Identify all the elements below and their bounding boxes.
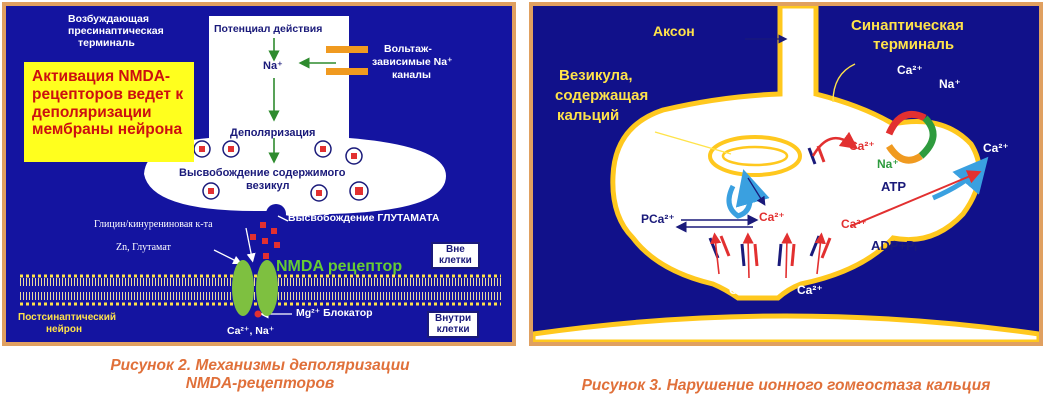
nmda-receptor-label: NMDA рецептор [276,258,403,275]
vesicle-label-2: содержащая [555,87,649,104]
figure-2-drawing [20,16,501,319]
presynaptic-label-2: пресинаптическая [68,25,164,37]
ca-bottom-label-1: Ca²⁺ [729,283,755,297]
ca-bottom-label-2: Ca²⁺ [797,283,823,297]
postsynaptic-label-2: нейрон [46,324,83,335]
nmda-subunit-left [232,260,254,316]
zn-arrow [213,249,243,265]
postsynaptic-cell [533,313,1039,342]
inside-cell-label-2: клетки [436,323,470,335]
presynaptic-terminal [144,16,446,217]
ca-na-label: Ca²⁺, Na⁺ [227,325,275,337]
synaptic-terminal-label-1: Синаптическая [851,17,964,34]
outside-cell-label-1: Вне [446,244,465,255]
na-channel-bar-2 [326,68,368,75]
na-top-label: Na⁺ [939,77,961,91]
nmda-subunit-right [256,260,278,316]
vesicle-ca-arrow [747,177,766,206]
glycine-arrow [245,227,256,263]
ca-pump-arrow [850,170,982,227]
nmda-activation-box: Активация NMDA-рецепторов ведет к деполя… [24,62,194,162]
na-label: Na⁺ [263,60,283,72]
inside-cell-label-1: Внутри [435,313,472,324]
ca-right-label: Ca²⁺ [983,141,1009,155]
depolarization-label: Деполяризация [230,127,316,139]
vesicle-contents [199,146,363,196]
vesicle-uptake-arrow [726,169,770,219]
figure-2-caption-line-1: Рисунок 2. Механизмы деполяризации [110,357,410,374]
vesicles [193,140,369,202]
figure-3-panel: Аксон Синаптическая терминаль Везикула, … [529,2,1043,346]
figure-2-caption-line-2: NMDA-рецепторов [185,374,335,392]
vg-channels-label-2: зависимые Na⁺ [372,56,453,68]
figure-3-caption: Рисунок 3. Нарушение ионного гомеостаза … [581,377,991,394]
glycine-label: Глицин/кинурениновая к-та [94,219,213,230]
outside-cell-label-2: клетки [439,254,472,266]
vesicle-label-3: кальций [557,107,620,124]
ca-center-label: Ca²⁺ [759,210,785,224]
vesicle-label-1: Везикула, [559,67,633,84]
axon-label: Аксон [653,23,695,39]
exchanger-red [885,111,927,136]
glutamate-particles [250,222,280,259]
outside-cell-box: Вне клетки [431,242,480,269]
adp-label: ADP+Pᵢ [871,238,917,253]
vg-channels-label-3: каналы [392,69,431,81]
vesicle-pointer [654,131,732,155]
na-channel-bar-1 [326,46,368,53]
glutamate-release-label: Высвобождение ГЛУТАМАТА [288,212,440,224]
pca-label: PCa²⁺ [641,212,675,226]
mg-ion [254,310,262,318]
zn-glutamate-label: Zn, Глутамат [116,242,171,253]
presynaptic-label-3: терминаль [78,37,135,49]
atp-label: ATP [881,179,907,194]
postsynaptic-label-1: Постсинаптический [18,312,116,323]
calcium-influx-arrows [710,232,826,279]
terminal-pointer [832,63,856,103]
vesicle-release-label-1: Высвобождение содержимого [179,167,346,179]
glutamate-release-arrow [277,215,289,222]
action-potential-label: Потенциал действия [214,23,323,35]
presynaptic-label-1: Возбуждающая [68,13,150,25]
ca-lower-label: Ca²⁺ [841,217,867,231]
figure-2-caption: Рисунок 2. Механизмы деполяризации NMDA-… [30,357,490,393]
ca-mid-label: Ca²⁺ [849,139,875,153]
synaptic-terminal-label-2: терминаль [873,36,955,53]
na-mid-label: Na⁺ [877,157,899,171]
fusing-vesicle [266,204,286,224]
vg-channels-label-1: Вольтаж- [384,43,432,55]
figure-3-drawing [533,6,1039,342]
exchanger-orange [886,144,923,164]
calcium-vesicle-inner [721,145,789,167]
vesicle-release-label-2: везикул [246,180,290,192]
exchanger-green [918,115,937,159]
ca-release-arrow [811,131,859,157]
inside-cell-box: Внутри клетки [427,311,480,338]
ca-top-label: Ca²⁺ [897,63,923,77]
mg-blocker-label: Mg²⁺ Блокатор [296,307,373,319]
figure-2-panel: Возбуждающая пресинаптическая терминаль … [2,2,516,346]
